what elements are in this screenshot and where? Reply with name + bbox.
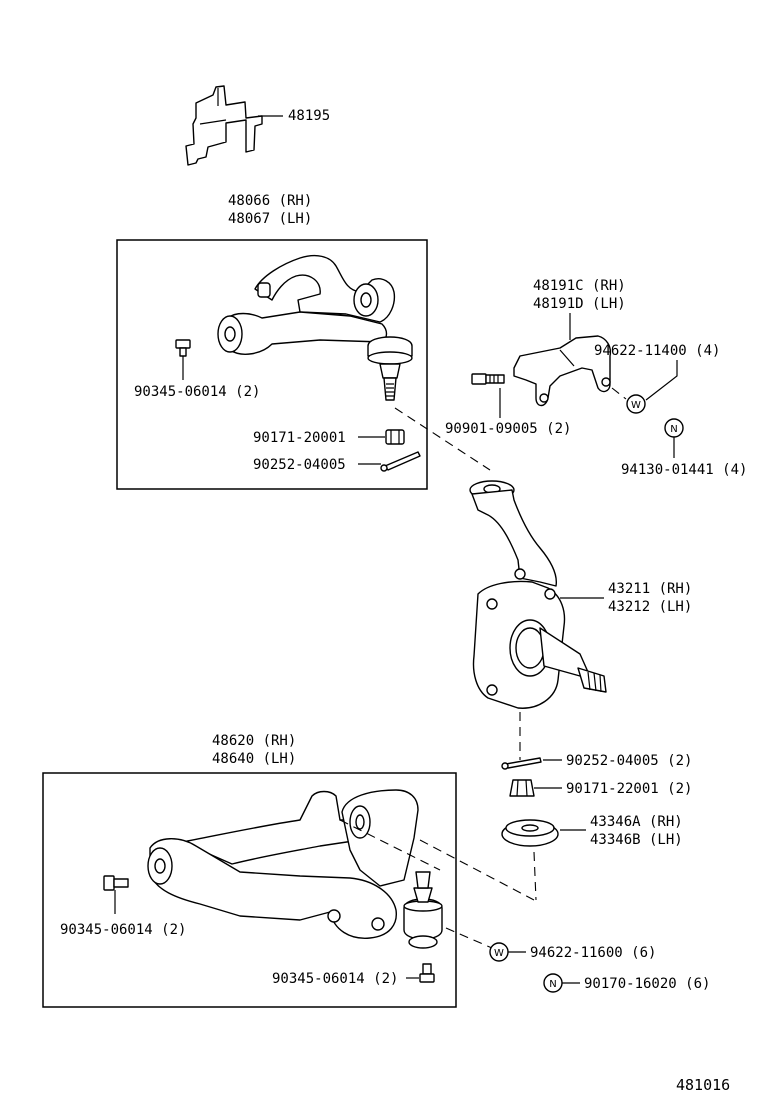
label-knuckle-rh: 43211 (RH) (608, 581, 692, 597)
label-plate-nut: 94130-01441 (4) (621, 462, 747, 478)
label-48195: 48195 (288, 108, 330, 124)
bracket-48195 (185, 85, 263, 166)
bolt-upper-arm (175, 339, 191, 357)
washer-symbol-upper (626, 394, 646, 414)
label-upper-arm-rh: 48066 (RH) (228, 193, 312, 209)
lower-control-arm (147, 789, 443, 949)
label-plate-washer: 94622-11400 (4) (594, 343, 720, 359)
label-lower-washer: 94622-11600 (6) (530, 945, 656, 961)
label-plate-lh: 48191D (LH) (533, 296, 626, 312)
bolt-lower-arm-left (103, 875, 129, 891)
label-lower-arm-lh: 48640 (LH) (212, 751, 296, 767)
label-upper-arm-lh: 48067 (LH) (228, 211, 312, 227)
label-lower-pin: 90252-04005 (2) (566, 753, 692, 769)
svg-text:W: W (494, 948, 504, 959)
label-seal-rh: 43346A (RH) (590, 814, 683, 830)
cotter-pin-lower (501, 757, 542, 770)
svg-text:N: N (670, 424, 677, 435)
dust-seal (501, 819, 559, 847)
label-upper-nut: 90171-20001 (253, 430, 346, 446)
label-upper-bolt: 90345-06014 (2) (134, 384, 260, 400)
bolt-lower-bottom (419, 963, 435, 983)
upper-control-arm (217, 254, 413, 401)
cotter-pin-upper (380, 451, 421, 472)
label-lower-nut-bottom: 90170-16020 (6) (584, 976, 710, 992)
label-lower-bolt-left: 90345-06014 (2) (60, 922, 186, 938)
label-lower-arm-rh: 48620 (RH) (212, 733, 296, 749)
label-lower-nut: 90171-22001 (2) (566, 781, 692, 797)
nut-upper-ball-joint (385, 429, 405, 445)
nut-lower (509, 779, 535, 797)
upper-arm-box (116, 239, 428, 490)
label-plate-rh: 48191C (RH) (533, 278, 626, 294)
svg-text:W: W (631, 400, 641, 411)
svg-text:N: N (549, 979, 556, 990)
label-upper-pin: 90252-04005 (253, 457, 346, 473)
bolt-plate (471, 373, 505, 385)
label-knuckle-lh: 43212 (LH) (608, 599, 692, 615)
steering-knuckle (469, 480, 607, 709)
diagram-number: 481016 (676, 1076, 730, 1094)
label-lower-bolt-bottom: 90345-06014 (2) (272, 971, 398, 987)
label-plate-bolt: 90901-09005 (2) (445, 421, 571, 437)
label-seal-lh: 43346B (LH) (590, 832, 683, 848)
steering-plate (513, 335, 612, 407)
lower-arm-box (42, 772, 457, 1008)
